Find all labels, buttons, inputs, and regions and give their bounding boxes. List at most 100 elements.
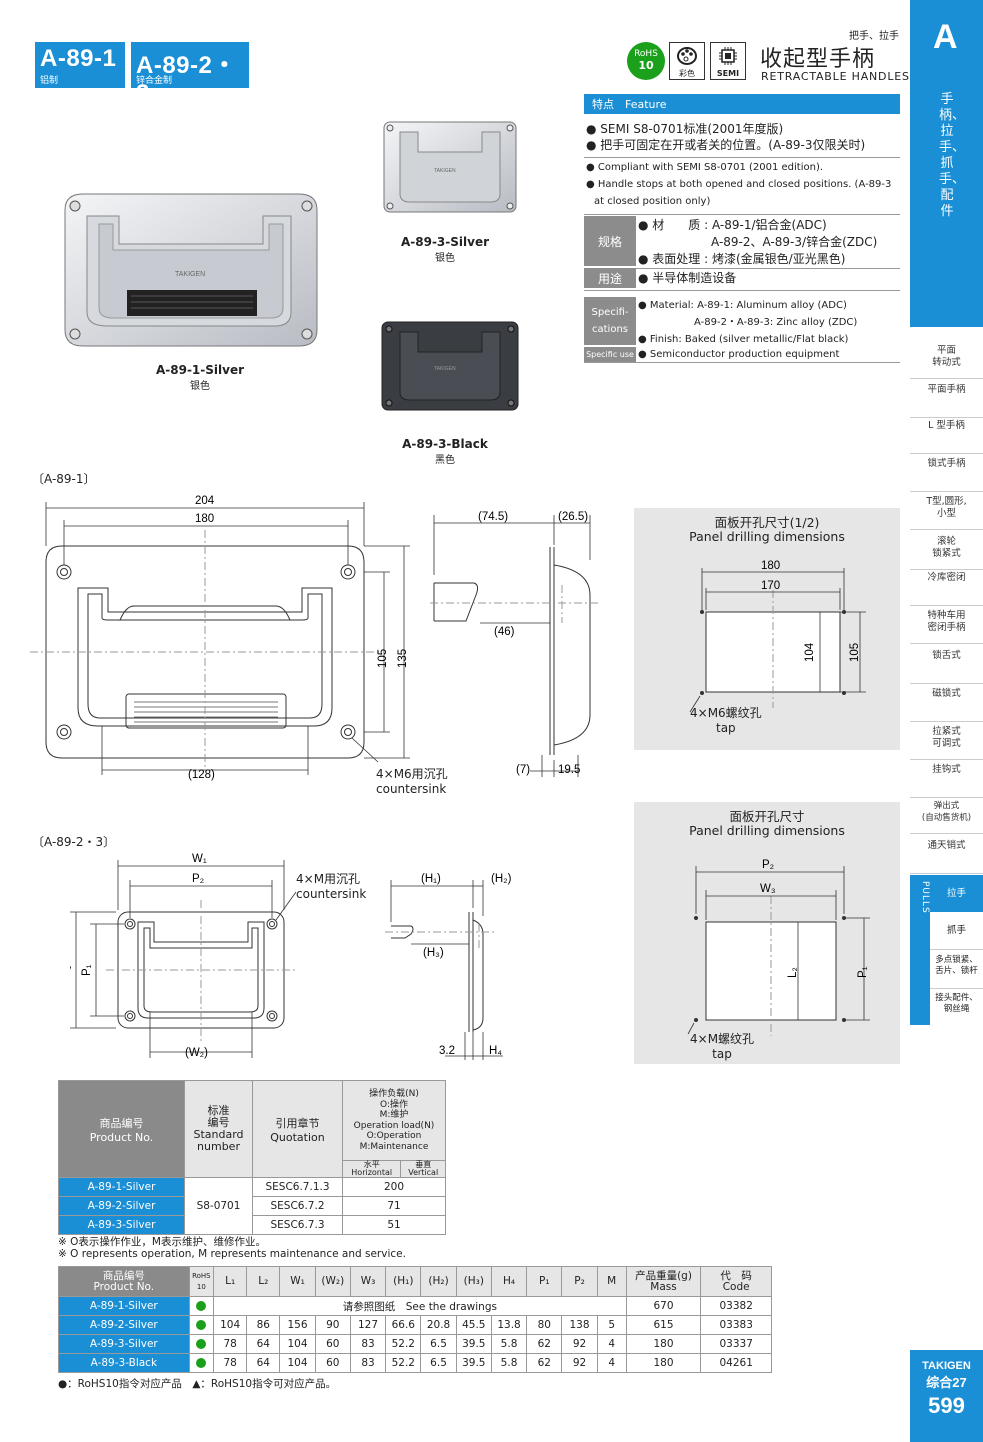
rohs-text: RoHS [634, 49, 658, 59]
panel-title-en-2: Panel drilling dimensions [689, 823, 845, 838]
feature-cn-text-2: 把手可固定在开或者关的位置。(A-89-3仅限关时) [600, 138, 866, 152]
material-en-1: ● Material: A-89-1: Aluminum alloy (ADC) [638, 300, 847, 311]
dim-cell: 78 [213, 1334, 248, 1354]
load-cell: 51 [342, 1215, 446, 1235]
finish-en-text: Finish: Baked (silver metallic/Flat blac… [649, 334, 849, 345]
dim-cell: 64 [246, 1353, 281, 1373]
dim-h-inner: 105 [377, 649, 389, 668]
dim-bottom: (128) [188, 769, 215, 781]
dim-cell: 104 [213, 1315, 248, 1335]
nav-item-9[interactable]: 磁锁式 [932, 688, 961, 699]
chip-icon [719, 47, 737, 65]
handle-brand-text: TAKIGEN [434, 366, 456, 372]
tap-note-en-1: tap [716, 721, 736, 735]
dim-cell: 64 [246, 1334, 281, 1354]
panel-dim-l2: L₂ [787, 967, 799, 978]
nav-item-grips[interactable]: 抓手 [930, 912, 983, 949]
feature-bar: 特点 Feature [584, 94, 900, 114]
th-col-0: 商品编号 Product No. [58, 1266, 190, 1297]
nav-item-joints[interactable]: 接头配件、 钢丝绳 [935, 993, 978, 1014]
rohs-legend-text: ●：RoHS10指令对应产品 ▲：RoHS10指令可对应产品。 [58, 1378, 337, 1390]
nav-divider [910, 683, 983, 684]
note-cn: ※ O表示操作作业，M表示维护、维修作业。 [58, 1236, 266, 1248]
th-col-8: (H₂) [420, 1266, 457, 1297]
table-row-label: A-89-3-Black [58, 1353, 190, 1373]
nav-item-7[interactable]: 特种车用 密闭手柄 [927, 610, 966, 633]
nav-item-2[interactable]: L 型手柄 [928, 420, 965, 431]
nav-divider [910, 529, 983, 530]
panel-drawing-2: P₂ W₃ L₂ P₁ [687, 859, 870, 1036]
th-col-13: M [596, 1266, 627, 1297]
dim-cell: 52.2 [385, 1334, 422, 1354]
nav-item-13[interactable]: 通天销式 [927, 840, 966, 851]
nav-item-1[interactable]: 平面手柄 [927, 384, 966, 395]
tap-note-en-2: tap [712, 1047, 732, 1061]
dim-w1: W₁ [192, 853, 207, 865]
rohs-dot-icon [196, 1358, 207, 1368]
rohs-dot-icon [196, 1301, 207, 1311]
dim-h3: (H₃) [423, 947, 444, 959]
caption-name-1: A-89-1-Silver [155, 363, 245, 377]
model-label-2: A-89-2・3 锌合金制 [131, 42, 249, 107]
dim-cell: 127 [349, 1315, 387, 1335]
material-en-2: A-89-2・A-89-3: Zinc alloy (ZDC) [694, 317, 858, 328]
nav-item-12[interactable]: 弹出式 (自动售货机) [921, 801, 972, 823]
nav-item-4[interactable]: T型,圆形, 小型 [926, 496, 967, 519]
tap-note-cn-2: 4×M螺纹孔 [690, 1032, 755, 1046]
finish-cn: ● 表面处理 : 烤漆(金属银色/亚光黑色) [638, 252, 846, 266]
nav-item-0[interactable]: 平面 转动式 [932, 345, 961, 368]
dim-cell: 39.5 [455, 1353, 492, 1373]
nav-divider [910, 759, 983, 760]
nav-divider [910, 569, 983, 570]
page-title-en: RETRACTABLE HANDLES [761, 70, 910, 83]
nav-item-5[interactable]: 滚轮 锁紧式 [932, 536, 961, 559]
nav-item-6[interactable]: 冷库密闭 [927, 572, 966, 583]
nav-item-11[interactable]: 挂钩式 [932, 764, 961, 775]
nav-divider [910, 797, 983, 798]
nav-grips-text: 抓手 [946, 925, 966, 936]
code-cell: 03337 [700, 1334, 772, 1354]
rohs-cell [188, 1315, 215, 1335]
nav-item-8[interactable]: 锁舌式 [932, 650, 961, 661]
panel-dim-a: 180 [761, 560, 780, 572]
spec-label-cn: 规格 [584, 216, 636, 266]
product-photo-a89-3-silver: TAKIGEN [383, 121, 517, 213]
rohs-cell [188, 1296, 215, 1316]
feature-en-1: ● Compliant with SEMI S8-0701 (2001 edit… [586, 162, 824, 173]
quotation-cell: SESC6.7.3 [252, 1215, 343, 1235]
nav-divider [910, 417, 983, 418]
spec-label-en: Specifi- cations [584, 297, 636, 345]
nav-item-multipoint[interactable]: 多点锁紧、 舌片、锁杆 [935, 955, 978, 976]
dim-cell: 45.5 [455, 1315, 492, 1335]
nav-divider [910, 378, 983, 379]
divider [584, 157, 900, 158]
nav-divider [910, 873, 983, 874]
use-en-text: Semiconductor production equipment [649, 349, 840, 360]
panel-dim-c: 104 [804, 642, 816, 662]
nav-item-3[interactable]: 锁式手柄 [927, 458, 966, 469]
caption-color-2: 银色 [435, 253, 455, 264]
drawing-side-a89-1: (74.5) (26.5) (46) (7) 19.5 [430, 511, 600, 777]
semi-badge: SEMI [710, 42, 746, 80]
nav-divider [910, 453, 983, 454]
rohs-badge: RoHS 10 [627, 42, 665, 80]
dim-p1: P₁ [81, 964, 93, 976]
dim-side-b: (26.5) [558, 511, 588, 523]
nav-item-pulls-active[interactable]: 拉手 [930, 875, 983, 912]
dim-cell: 5.8 [490, 1353, 528, 1373]
finish-cn-text: 表面处理 : 烤漆(金属银色/亚光黑色) [652, 252, 846, 266]
dim-side-d: (7) [516, 764, 530, 776]
tap-note-cn-1: 4×M6螺纹孔 [690, 706, 762, 720]
standard-cell: S8-0701 [184, 1177, 253, 1235]
nav-divider [910, 833, 983, 834]
nav-item-10[interactable]: 拉紧式 可调式 [932, 726, 961, 749]
dim-w-inner: 180 [195, 513, 214, 525]
